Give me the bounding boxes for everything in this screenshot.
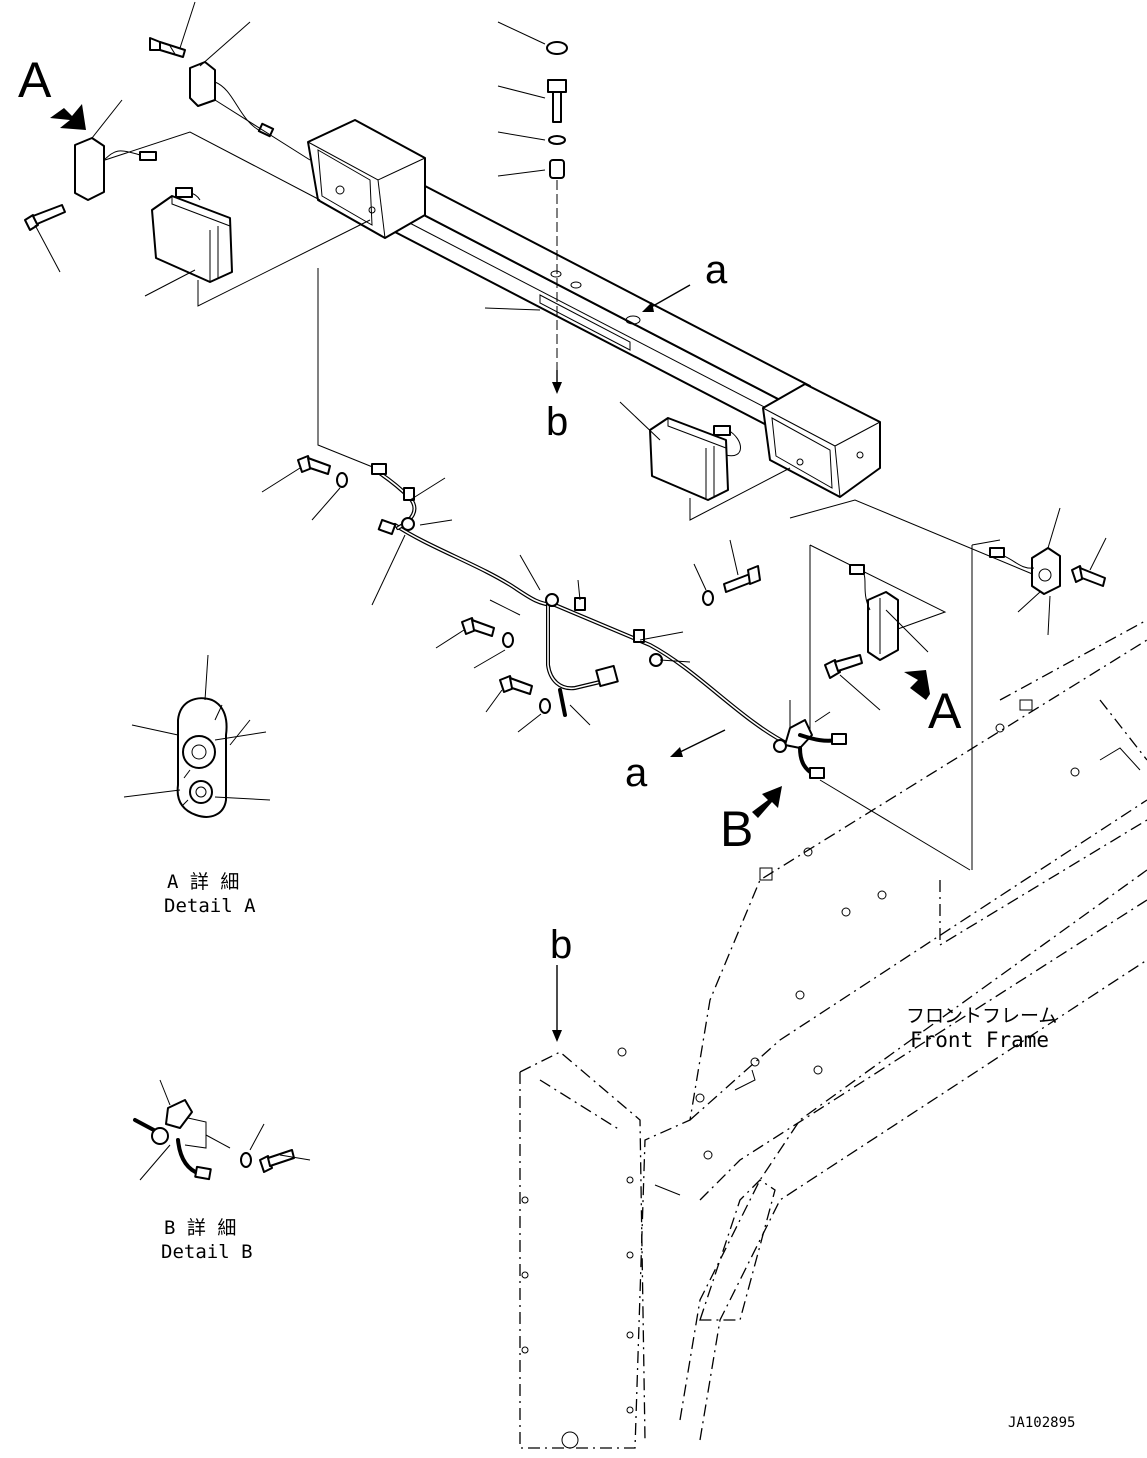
view-label-a-right: A <box>928 683 962 739</box>
detail-a-title-jp: A 詳 細 <box>167 871 239 893</box>
left-side-lamp-assembly <box>24 1 275 297</box>
assembly-lines <box>104 99 1043 871</box>
ref-label-a-bottom: a <box>625 751 648 795</box>
right-work-lamp <box>619 401 741 501</box>
view-arrows <box>50 104 930 1042</box>
view-label-a-top: A <box>18 52 52 108</box>
ref-label-b-bottom: b <box>550 923 572 967</box>
ref-label-b-top: b <box>546 400 568 444</box>
right-side-lamp-assembly <box>824 507 1107 711</box>
detail-b-figure <box>133 1079 311 1181</box>
detail-b-title-jp: B 詳 細 <box>164 1217 236 1239</box>
detail-b-title-en: Detail B <box>161 1241 253 1263</box>
top-bolt-stack <box>497 21 568 394</box>
view-arrow-b <box>752 786 782 818</box>
front-frame-label-en: Front Frame <box>910 1028 1049 1052</box>
view-label-b: B <box>720 801 753 857</box>
light-bar-beam <box>307 119 881 498</box>
front-frame-label-jp: フロントフレーム <box>906 1005 1057 1027</box>
ref-label-a-top: a <box>705 248 728 292</box>
view-arrow-a-right <box>904 670 930 700</box>
view-arrow-a-top <box>50 104 86 130</box>
wire-harness <box>371 463 847 779</box>
drawing-id: JA102895 <box>1008 1415 1075 1431</box>
harness-fasteners <box>261 455 831 733</box>
detail-a-title-en: Detail A <box>164 895 256 917</box>
front-frame <box>519 619 1147 1449</box>
detail-a-figure <box>123 654 271 818</box>
